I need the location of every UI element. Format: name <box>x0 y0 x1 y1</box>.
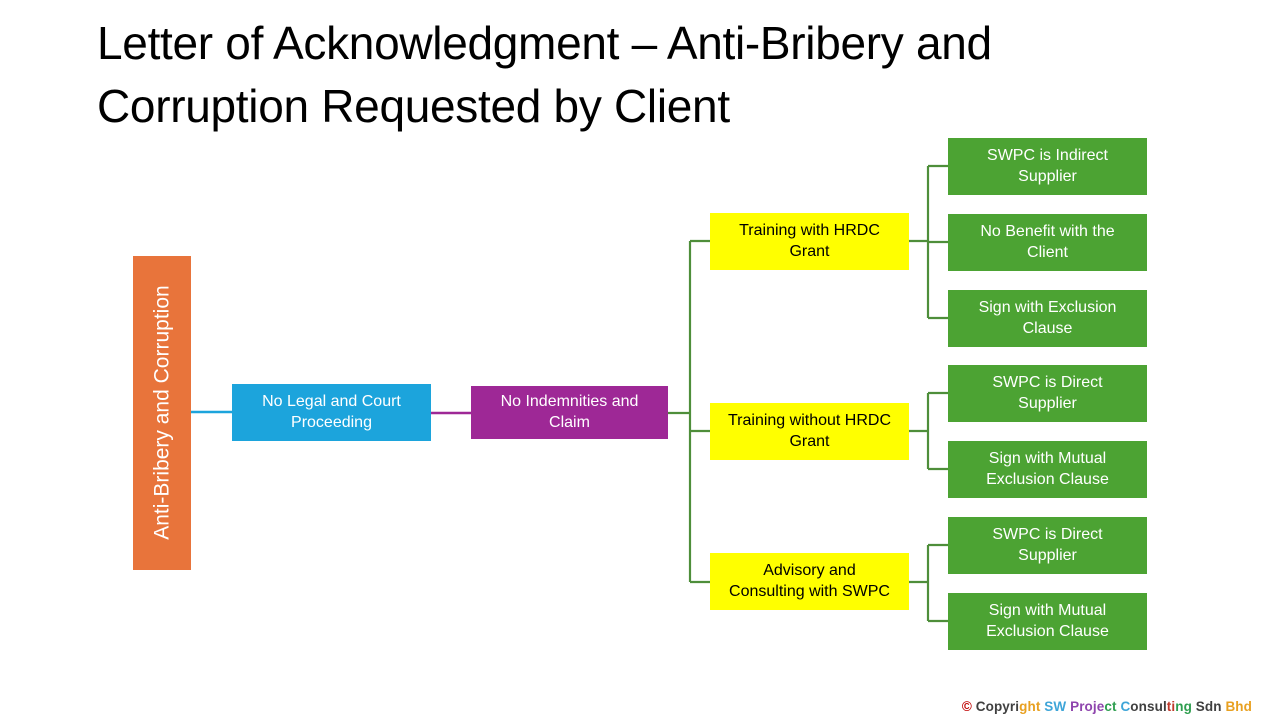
node-no-indemnities-and-claim[interactable]: No Indemnities and Claim <box>471 386 668 439</box>
copyright-segment-1: Copyri <box>971 699 1020 714</box>
node-leaf-2-label: No Benefit with the Client <box>980 223 1115 261</box>
node-leaf-4-label: SWPC is Direct Supplier <box>992 374 1103 412</box>
connector-branch2-to-children <box>909 391 948 471</box>
node-branch-training-with-hrdc-grant[interactable]: Training with HRDC Grant <box>710 213 909 270</box>
copyright-segment-12: ng <box>1175 699 1192 714</box>
copyright-segment-14: Bhd <box>1225 699 1252 714</box>
node-branch-training-without-hrdc-grant[interactable]: Training without HRDC Grant <box>710 403 909 460</box>
node-leaf-no-benefit-with-the-client[interactable]: No Benefit with the Client <box>948 214 1147 271</box>
copyright-footer: © Copyright SW Project Consulting Sdn Bh… <box>962 699 1252 714</box>
node-branch-advisory-and-consulting[interactable]: Advisory and Consulting with SWPC <box>710 553 909 610</box>
connector-branch3-to-children <box>909 543 948 623</box>
copyright-segment-0: © <box>961 699 972 714</box>
copyright-segment-9: C <box>1120 699 1131 714</box>
node-leaf-swpc-is-direct-supplier-b3[interactable]: SWPC is Direct Supplier <box>948 517 1147 574</box>
copyright-segment-13: Sdn <box>1191 699 1226 714</box>
copyright-segment-2: ght <box>1019 699 1041 714</box>
copyright-segment-10: onsul <box>1130 699 1167 714</box>
node-no-legal-and-court-proceeding[interactable]: No Legal and Court Proceeding <box>232 384 431 441</box>
node-leaf-swpc-is-direct-supplier-b2[interactable]: SWPC is Direct Supplier <box>948 365 1147 422</box>
page-title: Letter of Acknowledgment – Anti-Bribery … <box>97 17 992 133</box>
node-branch-2-label: Training without HRDC Grant <box>727 412 891 450</box>
node-leaf-3-label: Sign with Exclusion Clause <box>978 299 1117 337</box>
node-leaf-5-label: Sign with Mutual Exclusion Clause <box>986 450 1109 488</box>
node-leaf-1-label: SWPC is Indirect Supplier <box>987 147 1108 185</box>
node-branch-3-label: Advisory and Consulting with SWPC <box>729 562 890 600</box>
copyright-segment-4: SW <box>1044 699 1067 714</box>
node-leaf-sign-with-mutual-exclusion-clause-b3[interactable]: Sign with Mutual Exclusion Clause <box>948 593 1147 650</box>
node-indemnity-label: No Indemnities and Claim <box>500 393 639 431</box>
connector-indemnity-to-branches <box>668 239 710 584</box>
node-legal-label: No Legal and Court Proceeding <box>262 393 401 431</box>
node-leaf-6-label: SWPC is Direct Supplier <box>992 526 1103 564</box>
copyright-segment-6: Proje <box>1070 699 1105 714</box>
node-leaf-7-label: Sign with Mutual Exclusion Clause <box>986 602 1109 640</box>
node-leaf-sign-with-mutual-exclusion-clause-b2[interactable]: Sign with Mutual Exclusion Clause <box>948 441 1147 498</box>
node-root-anti-bribery[interactable]: Anti-Bribery and Corruption <box>133 256 191 570</box>
node-branch-1-label: Training with HRDC Grant <box>739 222 880 260</box>
copyright-segment-7: ct <box>1104 699 1117 714</box>
connector-branch1-to-children <box>909 164 948 320</box>
node-root-label: Anti-Bribery and Corruption <box>150 285 174 541</box>
copyright-segment-11: ti <box>1166 699 1176 714</box>
node-leaf-sign-with-exclusion-clause[interactable]: Sign with Exclusion Clause <box>948 290 1147 347</box>
node-leaf-swpc-is-indirect-supplier[interactable]: SWPC is Indirect Supplier <box>948 138 1147 195</box>
